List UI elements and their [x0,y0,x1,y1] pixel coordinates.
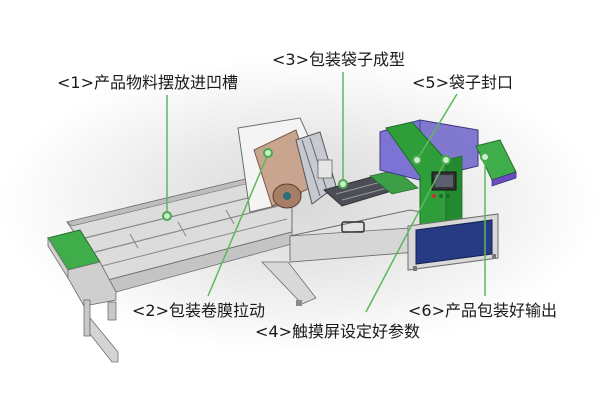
bag-forming-section [322,169,419,207]
pointer-lines [166,72,486,313]
callout-label-5: <5>袋子封口 [412,73,513,92]
pointer-dots [162,148,490,221]
pointer-dot-5 [412,155,422,165]
pointer-dot-6 [480,152,490,162]
outfeed-conveyor [475,139,517,187]
film-roll-assembly [237,117,337,213]
infeed-conveyor [47,177,293,363]
pointer-dot-2 [263,148,273,158]
pointer-dot-4 [441,155,451,165]
pointer-dot-3 [338,179,348,189]
sealing-unit [379,119,479,247]
callout-label-1: <1>产品物料摆放进凹槽 [57,73,238,92]
pointer-line-2 [207,153,269,297]
callout-label-3: <3>包装袋子成型 [272,50,405,69]
callout-label-2: <2>包装卷膜拉动 [132,301,265,320]
callout-label-6: <6>产品包装好输出 [408,301,557,320]
pointer-dot-1 [162,211,172,221]
pointer-line-4 [365,159,447,313]
callout-label-4: <4>触摸屏设定好参数 [255,322,420,341]
pointer-line-5 [416,93,458,161]
electrical-cabinet [407,213,499,271]
